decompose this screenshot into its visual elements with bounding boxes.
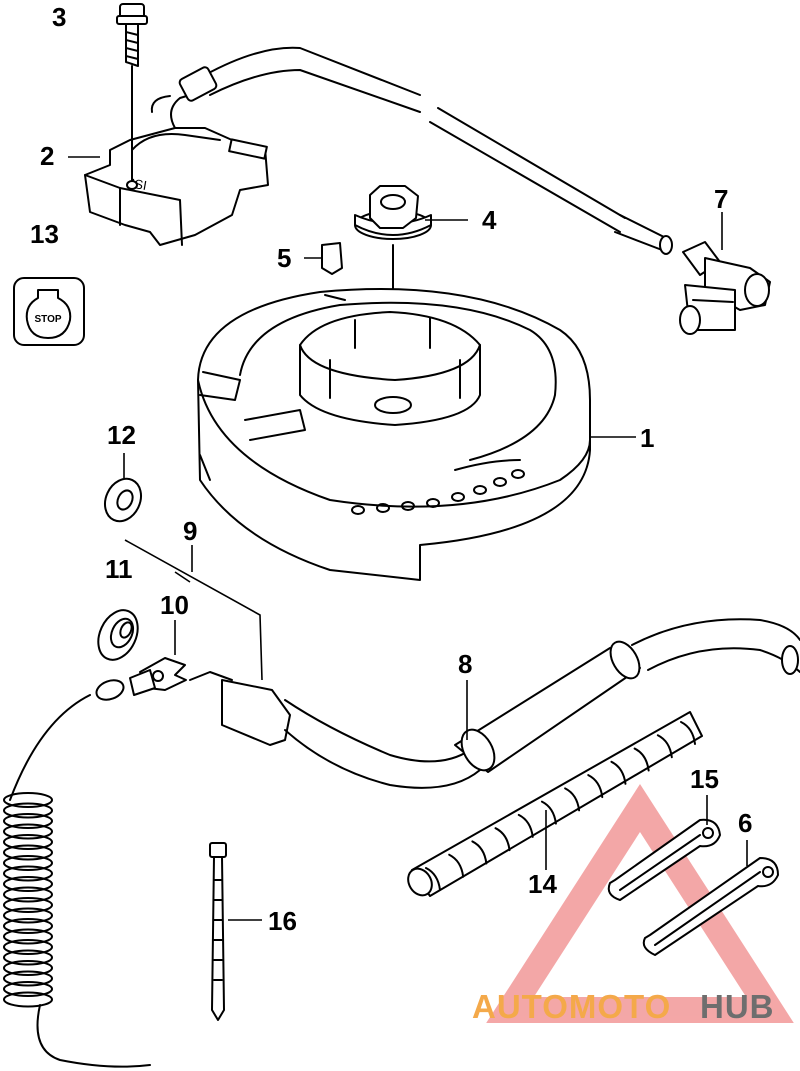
label-part-2: 2: [40, 141, 54, 171]
label-part-15: 15: [690, 764, 719, 794]
coil-loop: [3, 834, 53, 850]
coil-loop: [3, 823, 53, 840]
label-part-10: 10: [160, 590, 189, 620]
part-labels: 3 2 13 4 5 7 1 12 9 11 10 8 15 6 14 16: [30, 2, 752, 936]
spiral-band: [517, 813, 534, 838]
label-part-16: 16: [268, 906, 297, 936]
label-part-12: 12: [107, 420, 136, 450]
spiral-band: [540, 800, 557, 825]
coil-loop: [3, 855, 53, 871]
ignition-coil: ISI: [84, 91, 269, 246]
spark-plug-cap: [679, 241, 771, 335]
coil-loop: [3, 928, 53, 945]
label-part-1: 1: [640, 423, 654, 453]
label-part-11: 11: [105, 554, 133, 584]
woodruff-key: [321, 242, 343, 275]
coil-loop: [3, 897, 53, 913]
grommet: [97, 609, 139, 661]
clamp-6: [642, 857, 779, 956]
coil-loop: [3, 886, 53, 903]
label-part-5: 5: [277, 243, 291, 273]
label-part-8: 8: [458, 649, 472, 679]
coiled-lead: [3, 694, 151, 1068]
watermark-logo-triangle: [486, 783, 794, 1023]
coil-loop: [3, 876, 53, 892]
spiral-band: [494, 827, 511, 852]
coil-loop: [3, 970, 53, 987]
label-part-13: 13: [30, 219, 59, 249]
spiral-tube: [407, 711, 703, 897]
stop-switch-text: STOP: [34, 314, 61, 325]
cable-tie: [209, 842, 227, 1021]
coil-loop: [3, 844, 53, 861]
washer: [104, 477, 142, 523]
stop-switch: STOP: [13, 277, 85, 346]
label-part-3: 3: [52, 2, 66, 32]
spiral-band: [680, 721, 696, 745]
bolt: [116, 3, 148, 190]
coil-loop: [3, 939, 53, 955]
high-tension-lead: [178, 46, 673, 255]
coil-loop: [3, 991, 53, 1008]
watermark-automoto: AUTOMOTO: [472, 988, 671, 1025]
coil-loop: [3, 813, 53, 829]
spiral-band: [633, 747, 650, 772]
coil-loop: [3, 792, 53, 808]
spiral-band: [425, 867, 441, 891]
coil-loop: [3, 865, 53, 882]
label-part-14: 14: [528, 869, 557, 899]
coil-loop: [3, 802, 53, 819]
spiral-band: [587, 774, 604, 799]
clamp-15: [607, 818, 721, 901]
spiral-band: [448, 853, 465, 878]
wire-terminal: [95, 657, 187, 701]
flywheel: [197, 288, 591, 581]
label-part-7: 7: [714, 184, 728, 214]
spiral-band: [656, 734, 673, 759]
spiral-band: [610, 760, 627, 785]
spiral-band: [564, 787, 581, 812]
leader-lines: [68, 156, 748, 921]
coil-loop: [3, 918, 53, 934]
watermark-text: AUTOMOTO HUB: [472, 988, 775, 1025]
label-part-9: 9: [183, 516, 197, 546]
coil-loop: [3, 960, 53, 976]
spiral-band: [471, 840, 488, 865]
coil-loop: [3, 907, 53, 924]
label-part-6: 6: [738, 808, 752, 838]
label-part-4: 4: [482, 205, 497, 235]
coil-loop: [3, 981, 53, 997]
lead-wire: [189, 671, 481, 789]
watermark-hub: HUB: [700, 988, 775, 1025]
flywheel-holes: [351, 469, 525, 515]
coil-loop: [3, 949, 53, 966]
